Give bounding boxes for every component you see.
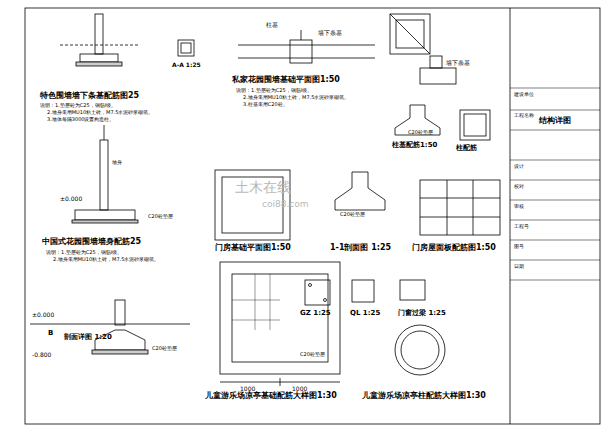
drawing-label: 1000 (240, 386, 255, 393)
drawing-label: C20砼垫层 (408, 130, 433, 136)
drawing-label: 剖面详图 1:20 (64, 334, 112, 342)
drawing-label: 2.墙身采用MU10粘土砖，M7.5水泥砂浆砌筑。 (53, 257, 159, 263)
drawing-label: QL 1:25 (350, 310, 380, 318)
drawing-label: 校对 (514, 184, 524, 190)
drawing-label: 3.柱基采用C20砼。 (243, 102, 288, 108)
drawing-label: 墙下条基 (318, 30, 342, 37)
drawing-label: -0.800 (32, 352, 51, 359)
drawing-label: 门房基础平面图1:50 (215, 244, 291, 253)
drawing-label: 说明：1.垫层砼为C25，钢筋Ⅰ级。 (46, 250, 122, 256)
drawing-label: 审核 (514, 204, 524, 210)
watermark: coi88.com (262, 200, 309, 210)
drawing-label: 3.墙体每隔3000设置构造柱。 (47, 117, 115, 123)
drawing-label: GZ 1:25 (300, 310, 331, 318)
drawing-label: 墙下条基 (446, 60, 470, 67)
drawing-label: 1-1剖面图 1:25 (330, 244, 391, 253)
drawing-label: 说明：1.垫层砼为C25，钢筋Ⅰ级。 (236, 88, 312, 94)
drawing-label: 儿童游乐场凉亭基础配筋大样图1:30 (205, 392, 337, 401)
drawing-label: 柱配筋 (456, 145, 477, 153)
drawing-label: 说明：1.垫层砼为C25，钢筋Ⅰ级。 (40, 103, 116, 109)
watermark: 土木在线 (235, 180, 291, 195)
drawing-label: 1000 (292, 386, 307, 393)
drawing-label: 墙身 (112, 160, 122, 166)
drawing-label: C20砼垫层 (300, 352, 325, 358)
drawing-label: 门窗过梁 1:25 (398, 310, 446, 318)
drawing-label: C20砼垫层 (148, 214, 173, 220)
drawing-label: 工程号 (514, 224, 529, 230)
drawing-label: C20砼垫层 (152, 346, 177, 352)
drawing-label: 工程名称 (514, 113, 534, 119)
drawing-label: ±0.000 (60, 196, 82, 203)
drawing-label: A-A 1:25 (172, 62, 201, 69)
drawing-label: 图号 (514, 244, 524, 250)
drawing-label: 柱基配筋1:50 (392, 142, 437, 150)
drawing-label: 2.墙身采用MU10粘土砖，M7.5水泥砂浆砌筑。 (243, 95, 349, 101)
drawing-label: 儿童游乐场凉亭柱配筋大样图1:30 (362, 392, 486, 401)
drawing-label: 中国式花园围墙墙身配筋25 (42, 238, 141, 247)
drawing-label: 柱基 (266, 22, 278, 29)
sheet-title: 结构详图 (539, 117, 571, 126)
drawing-label: 门房屋面板配筋图1:50 (412, 244, 496, 253)
drawing-label: C20砼垫层 (340, 212, 365, 218)
drawing-label: 私家花园围墙基础平面图1:50 (232, 76, 340, 85)
drawing-label: 设计 (514, 164, 524, 170)
drawing-label: 建设单位 (514, 92, 534, 98)
drawing-label: 2.墙身采用MU10粘土砖，M7.5水泥砂浆砌筑。 (47, 110, 153, 116)
drawing-label: B (48, 330, 53, 338)
drawing-label: ±0.000 (32, 312, 54, 319)
drawing-label: 日期 (514, 264, 524, 270)
drawing-label: 特色围墙墙下条基配筋图25 (40, 92, 139, 101)
